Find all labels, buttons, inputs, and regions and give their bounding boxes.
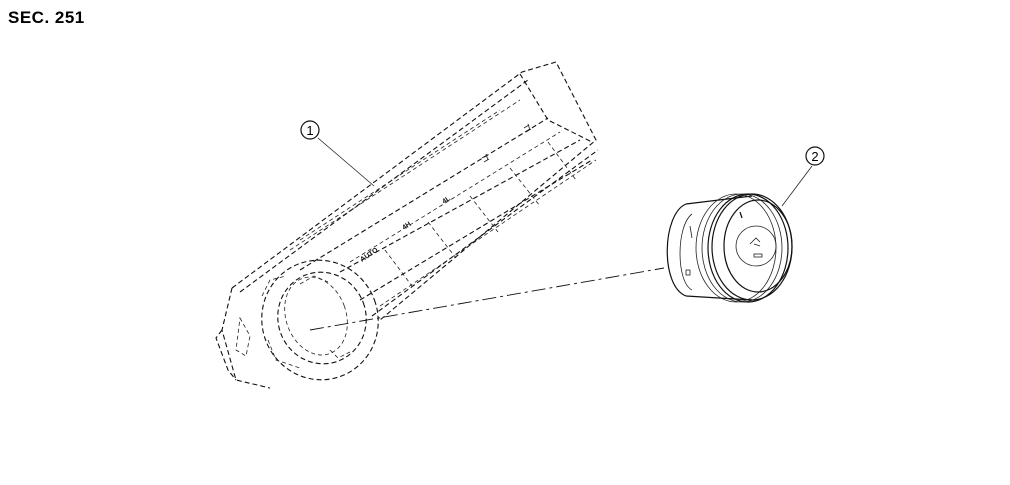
- callout-2: 2: [805, 146, 825, 166]
- button-label-4l: 4L: [441, 195, 452, 206]
- button-label-4h: 4H: [401, 221, 412, 232]
- section-title: SEC. 251: [8, 8, 85, 27]
- knob: [666, 193, 793, 303]
- button-label-auto: AUTO: [359, 247, 380, 264]
- leader-line-1: [317, 137, 375, 187]
- leader-line-2: [781, 165, 813, 207]
- assembly-centerline: [309, 267, 665, 331]
- switch-panel-assembly: [215, 61, 599, 389]
- panel-symbols: [481, 123, 532, 163]
- callout-1-number: 1: [306, 123, 313, 138]
- leader-lines: [309, 137, 813, 331]
- callout-2-number: 2: [811, 149, 818, 164]
- callout-1: 1: [300, 120, 320, 140]
